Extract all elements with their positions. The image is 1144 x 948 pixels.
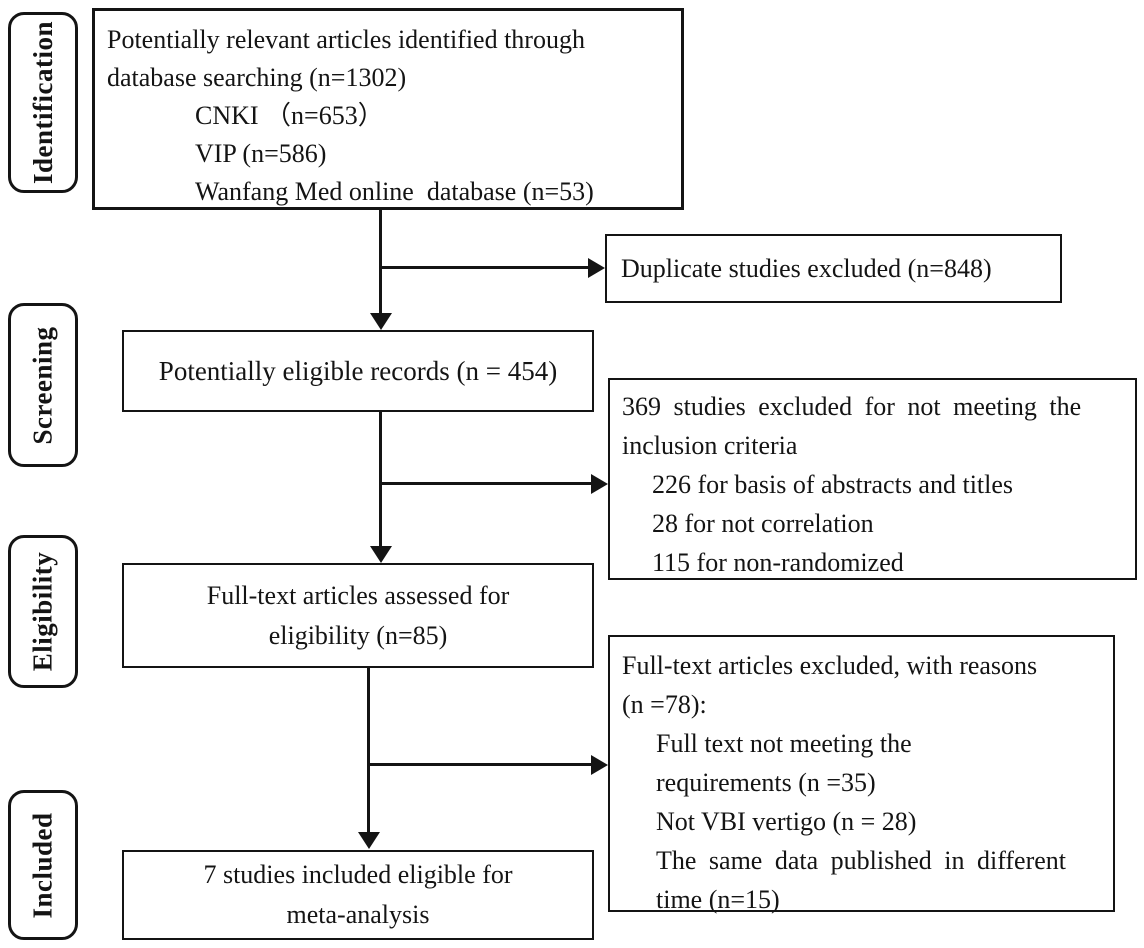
fulltext-excluded-reason-3a: The same data published in different xyxy=(656,846,1067,875)
arrow-identified-to-eligible-head xyxy=(370,313,392,330)
box-fulltext-assessed: Full-text articles assessed for eligibil… xyxy=(122,563,594,668)
stage-label-screening-text: Screening xyxy=(27,326,58,444)
arrow-to-screening-excluded-head xyxy=(591,474,608,494)
fulltext-excluded-reason-1a: Full text not meeting the xyxy=(656,729,912,758)
identified-line-1: Potentially relevant articles identified… xyxy=(107,25,585,54)
screening-excluded-reason-2: 28 for not correlation xyxy=(652,509,874,538)
fulltext-assessed-line-1: Full-text articles assessed for xyxy=(206,580,510,610)
arrow-eligible-to-fulltext-head xyxy=(370,546,392,563)
fulltext-excluded-reason-1b: requirements (n =35) xyxy=(656,768,876,797)
arrow-identified-to-eligible-line xyxy=(379,210,382,314)
stage-label-included-text: Included xyxy=(27,811,58,919)
identified-source-wanfang: Wanfang Med online database (n=53) xyxy=(195,177,594,206)
stage-label-screening: Screening xyxy=(8,303,78,467)
identified-source-cnki: CNKI （n=653） xyxy=(195,101,384,130)
arrow-eligible-to-fulltext-line xyxy=(379,412,382,547)
eligible-records-text: Potentially eligible records (n = 454) xyxy=(158,356,558,386)
screening-excluded-reason-3: 115 for non-randomized xyxy=(652,548,904,577)
included-studies-line-2: meta-analysis xyxy=(286,900,430,929)
stage-label-included: Included xyxy=(8,790,78,940)
arrow-fulltext-to-included-line xyxy=(367,668,370,833)
screening-excluded-line-1: 369 studies excluded for not meeting the xyxy=(622,392,1082,421)
arrow-to-screening-excluded-line xyxy=(380,482,591,485)
fulltext-excluded-reason-2: Not VBI vertigo (n = 28) xyxy=(656,807,917,836)
included-studies-line-1: 7 studies included eligible for xyxy=(203,860,513,889)
identified-line-2: database searching (n=1302) xyxy=(107,63,407,92)
box-records-identified: Potentially relevant articles identified… xyxy=(92,8,684,210)
duplicates-excluded-text: Duplicate studies excluded (n=848) xyxy=(621,253,992,283)
screening-excluded-reason-1: 226 for basis of abstracts and titles xyxy=(652,470,1014,499)
screening-excluded-line-2: inclusion criteria xyxy=(622,431,798,460)
fulltext-excluded-line-2: (n =78): xyxy=(622,690,707,719)
fulltext-assessed-line-2: eligibility (n=85) xyxy=(268,620,448,650)
box-eligible-records: Potentially eligible records (n = 454) xyxy=(122,330,594,412)
box-fulltext-excluded: Full-text articles excluded, with reason… xyxy=(608,635,1115,914)
arrow-to-duplicates-line xyxy=(380,266,589,269)
identified-source-vip: VIP (n=586) xyxy=(195,139,327,168)
stage-label-identification-text: Identification xyxy=(27,20,58,185)
arrow-to-fulltext-excluded-head xyxy=(591,755,608,775)
fulltext-excluded-reason-3b: time (n=15) xyxy=(656,885,780,914)
arrow-to-duplicates-head xyxy=(588,258,605,278)
stage-label-eligibility: Eligibility xyxy=(8,535,78,688)
box-included-studies: 7 studies included eligible for meta-ana… xyxy=(122,850,594,940)
box-duplicates-excluded: Duplicate studies excluded (n=848) xyxy=(605,234,1062,303)
stage-label-identification: Identification xyxy=(8,12,78,193)
box-screening-excluded: 369 studies excluded for not meeting the… xyxy=(608,378,1137,580)
fulltext-excluded-line-1: Full-text articles excluded, with reason… xyxy=(622,651,1038,680)
arrow-fulltext-to-included-head xyxy=(358,832,380,849)
arrow-to-fulltext-excluded-line xyxy=(368,763,591,766)
stage-label-eligibility-text: Eligibility xyxy=(27,551,58,672)
